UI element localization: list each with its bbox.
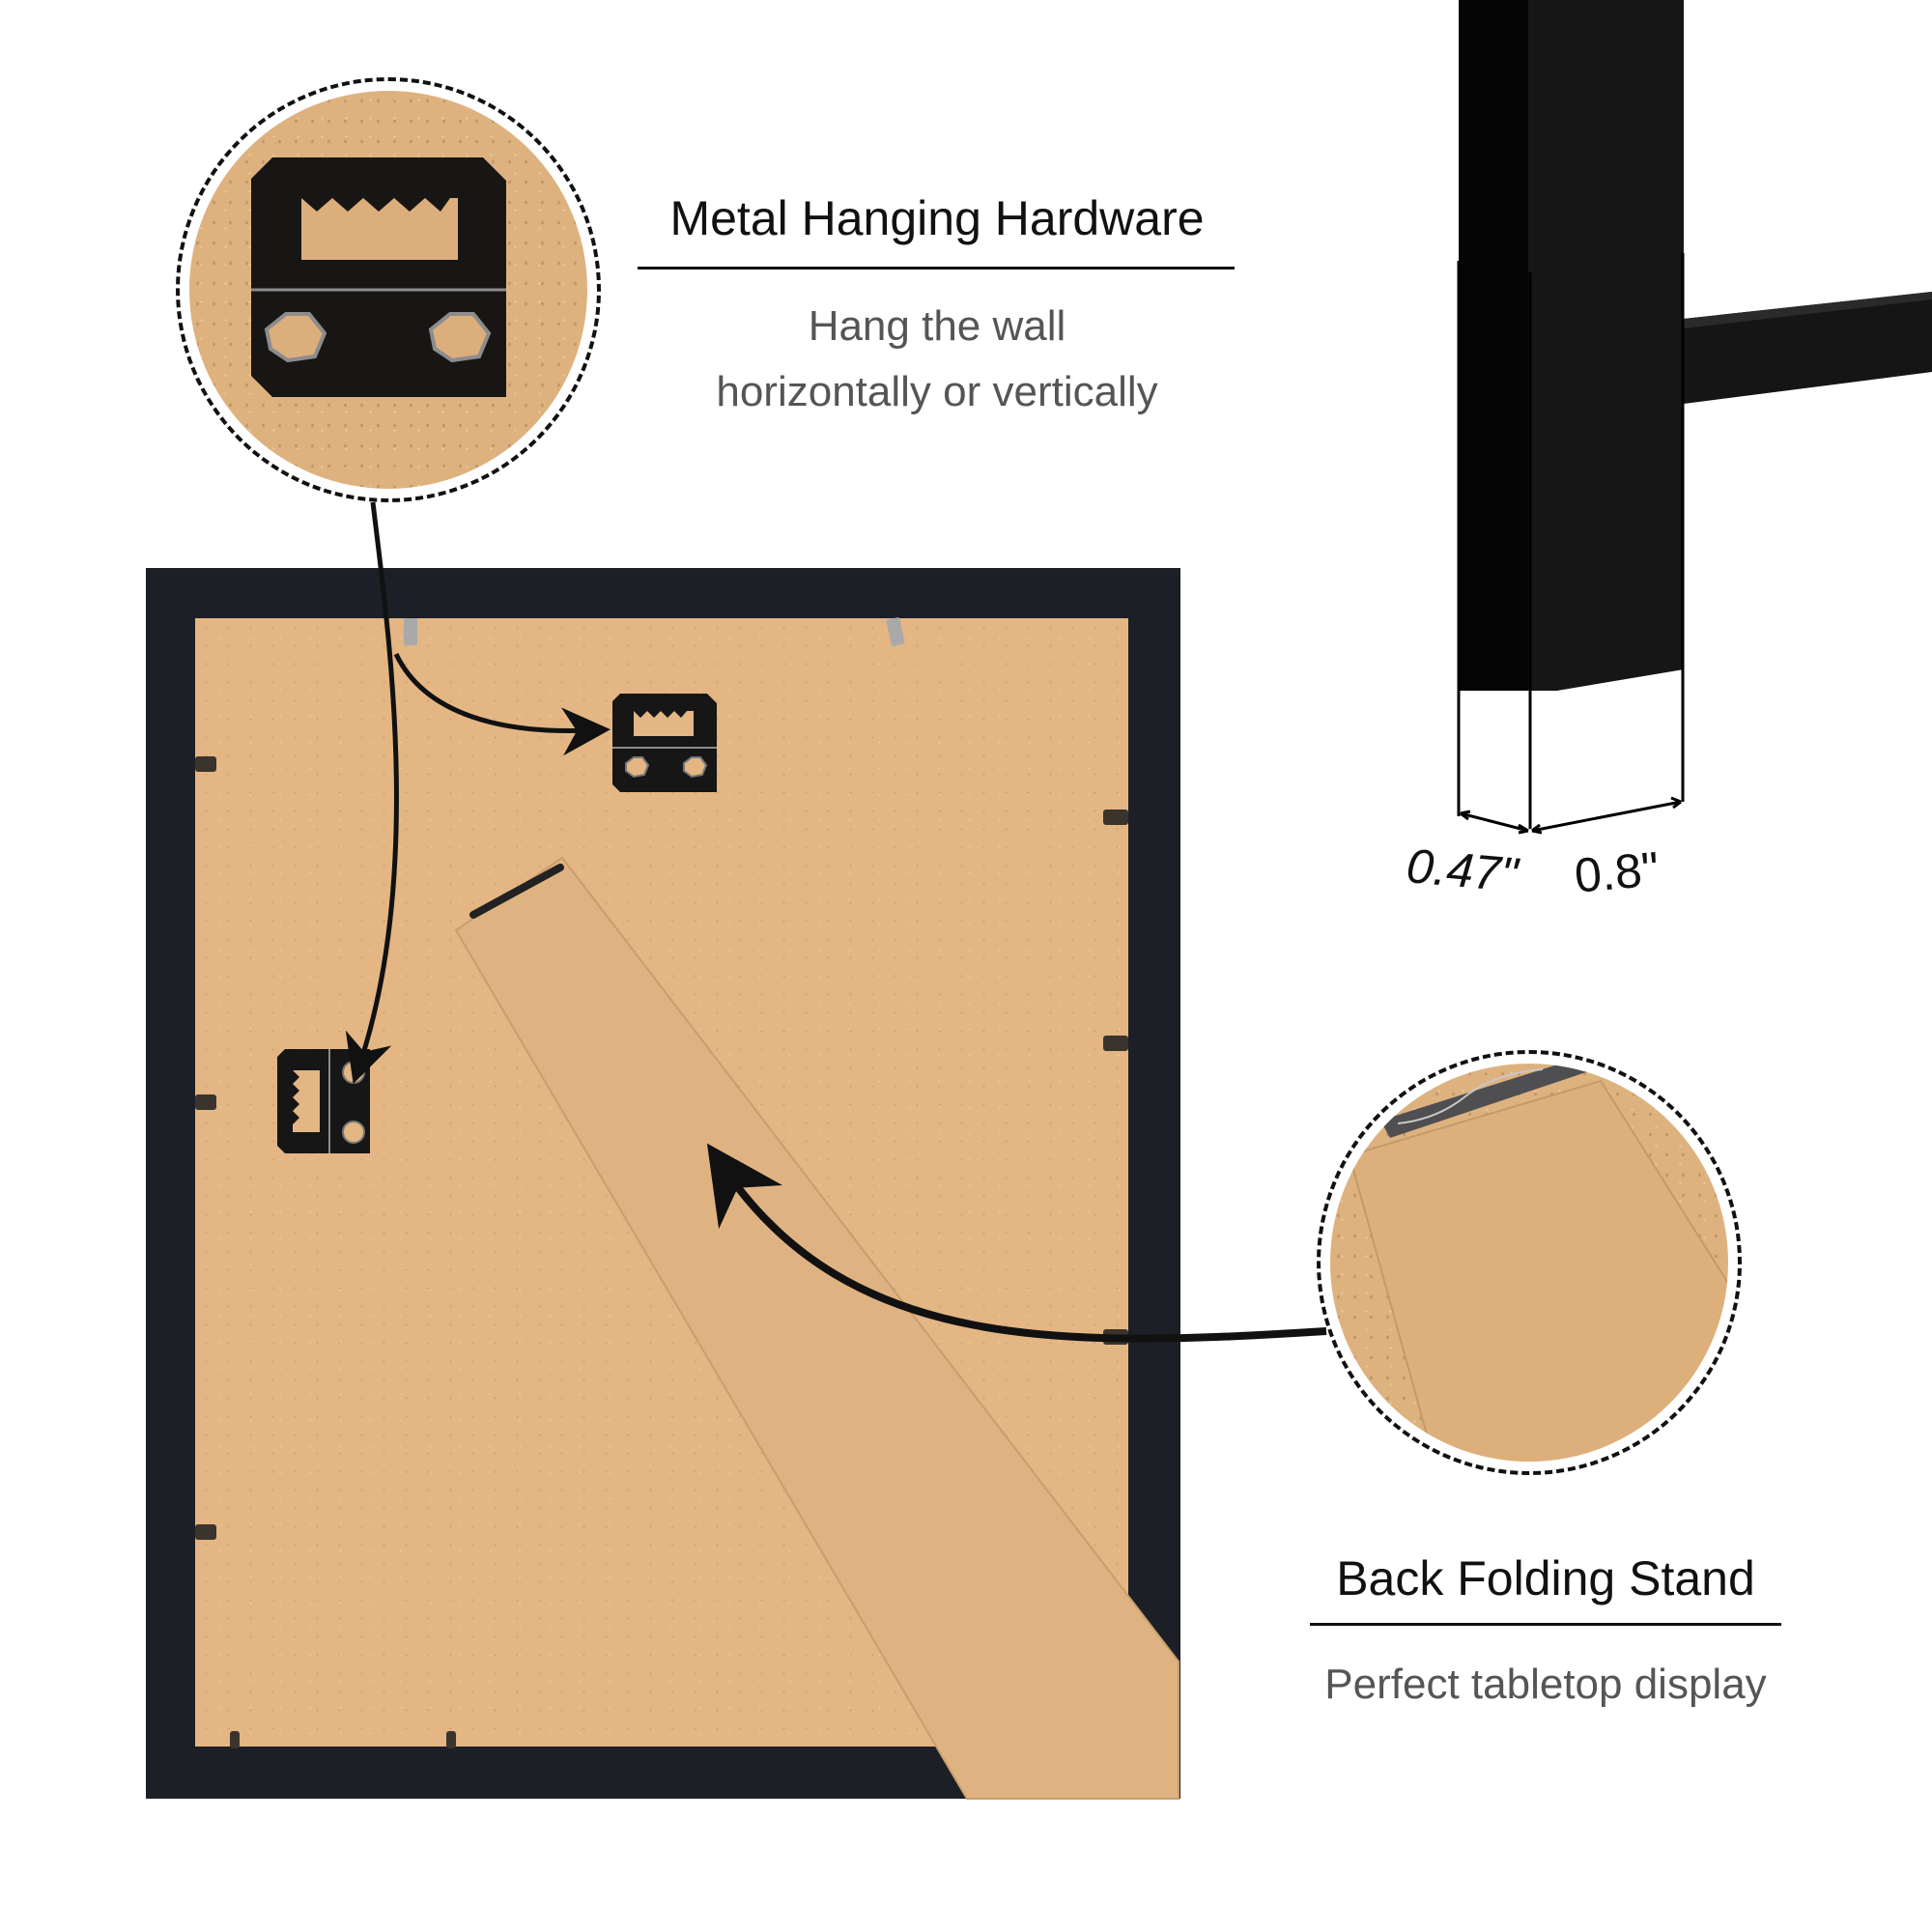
frame-width-label: 0.8" (1572, 841, 1662, 903)
folding-stand-description: Perfect tabletop display (1324, 1661, 1767, 1708)
sawtooth-hanger-icon (251, 157, 506, 397)
frame-profile-diagram (1457, 0, 1932, 835)
top-clip-left (404, 618, 417, 645)
sawtooth-hanger-icon (612, 694, 717, 792)
hanging-hardware-line2: horizontally or vertically (716, 368, 1158, 415)
hanging-hardware-title: Metal Hanging Hardware (669, 191, 1205, 245)
hanging-hardware-underline (638, 267, 1235, 270)
turn-tab (195, 1094, 216, 1110)
hanging-hardware-line1: Hang the wall (808, 302, 1066, 350)
folding-stand-underline (1310, 1623, 1781, 1626)
turn-tab (1103, 1329, 1128, 1345)
turn-tab (230, 1731, 240, 1748)
turn-tab (195, 756, 216, 772)
frame-depth-label: 0.47" (1404, 838, 1520, 902)
folding-stand-title: Back Folding Stand (1336, 1551, 1755, 1605)
sawtooth-hanger-icon (277, 1049, 370, 1153)
turn-tab (1103, 1036, 1128, 1051)
turn-tab (195, 1524, 216, 1540)
turn-tab (446, 1731, 456, 1748)
turn-tab (1103, 810, 1128, 825)
easel-stand-icon (1348, 1064, 1728, 1462)
